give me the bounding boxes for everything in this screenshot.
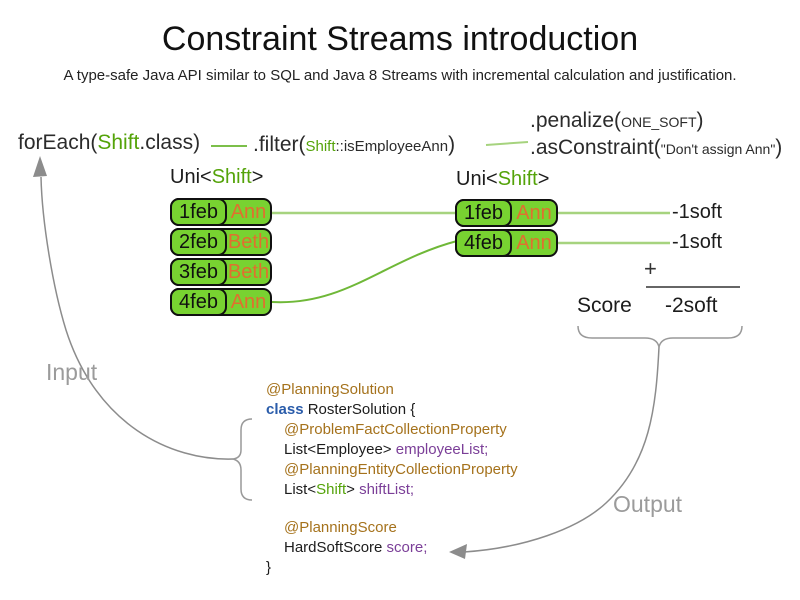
connector-filter-constraint [485,141,529,146]
uni-pre: Uni< [170,166,212,188]
asconstraint-arg: "Don't assign Ann" [660,141,776,157]
penalize-post: ) [696,109,704,132]
connector-4feb-curve [271,240,458,304]
annotation-planning-entity: @PlanningEntityCollectionProperty [284,461,518,478]
annotation-problem-fact: @ProblemFactCollectionProperty [284,421,507,438]
filter-expression: .filter(Shift::isEmployeeAnn) [253,133,455,157]
uni-post: > [251,166,264,188]
score-var: score; [386,539,428,556]
code-line: List<Shift> shiftList; [266,480,518,500]
asconstraint-pre: .asConstraint( [530,136,661,159]
input-brace [232,418,253,501]
output-arrowhead-icon [449,544,467,559]
keyword-class: class [266,401,304,418]
code-block: @PlanningSolution class RosterSolution {… [266,380,518,578]
code-line: class RosterSolution { [266,400,518,420]
shift-employee: Beth [227,260,270,283]
output-label: Output [613,491,683,517]
employee-list-type: List<Employee> [284,441,396,458]
shift-date: 1feb [455,199,512,227]
shift-date: 3feb [170,258,227,286]
uni-shift-header-right: Uni<Shift> [456,168,549,191]
filter-post: ) [448,133,456,156]
page-subtitle: A type-safe Java API similar to SQL and … [63,67,737,84]
foreach-post: .class) [139,131,201,154]
foreach-expression: forEach(Shift.class) [18,131,200,155]
score-label: Score [577,294,632,317]
shift-date: 2feb [170,228,227,256]
input-arrowhead-icon [33,156,47,177]
shift-employee: Ann [516,231,552,254]
filter-type: Shift [305,138,336,155]
closing-brace: } [266,559,272,576]
shift-date: 4feb [170,288,227,316]
code-line: @PlanningScore [266,518,518,538]
shift-list-type: Shift [316,481,347,498]
code-line: @ProblemFactCollectionProperty [266,420,518,440]
penalty-label: -1soft [672,231,723,253]
uni-type: Shift [211,166,252,188]
shift-list-type-post: > [346,481,360,498]
shift-date: 1feb [170,198,227,226]
input-arrow-curve [40,176,234,460]
class-declaration: RosterSolution { [303,401,416,418]
shift-employee: Ann [516,201,552,224]
penalize-pre: .penalize( [530,109,622,132]
code-line: } [266,558,518,578]
penalize-arg: ONE_SOFT [621,114,697,130]
output-arrow-curve [463,346,660,553]
employee-list-var: employeeList; [395,441,489,458]
penalty-label: -1soft [672,201,723,223]
uni-shift-header-left: Uni<Shift> [170,166,263,189]
page-title: Constraint Streams introduction [161,20,639,58]
asconstraint-post: ) [775,136,783,159]
shift-list-type-pre: List< [284,481,317,498]
annotation-planning-solution: @PlanningSolution [266,381,394,398]
uni-type: Shift [497,168,538,190]
code-line: @PlanningEntityCollectionProperty [266,460,518,480]
shift-date: 4feb [455,229,512,257]
penalize-expression: .penalize(ONE_SOFT) [530,109,704,133]
shift-employee: Beth [227,230,270,253]
code-line: @PlanningSolution [266,380,518,400]
filter-method: ::isEmployeeAnn [335,138,449,155]
asconstraint-expression: .asConstraint("Don't assign Ann") [530,136,782,160]
annotation-planning-score: @PlanningScore [284,519,397,536]
uni-post: > [537,168,550,190]
foreach-type: Shift [97,131,140,154]
score-value: -2soft [665,294,718,317]
shift-list-var: shiftList; [359,481,415,498]
code-line: HardSoftScore score; [266,538,518,558]
shift-employee: Ann [230,290,267,313]
code-line: List<Employee> employeeList; [266,440,518,460]
foreach-pre: forEach( [18,131,98,154]
input-label: Input [46,359,98,385]
shift-employee: Ann [230,200,267,223]
uni-pre: Uni< [456,168,498,190]
output-brace [577,325,743,348]
score-type: HardSoftScore [284,539,387,556]
filter-pre: .filter( [253,133,306,156]
plus-sign: + [644,256,657,281]
